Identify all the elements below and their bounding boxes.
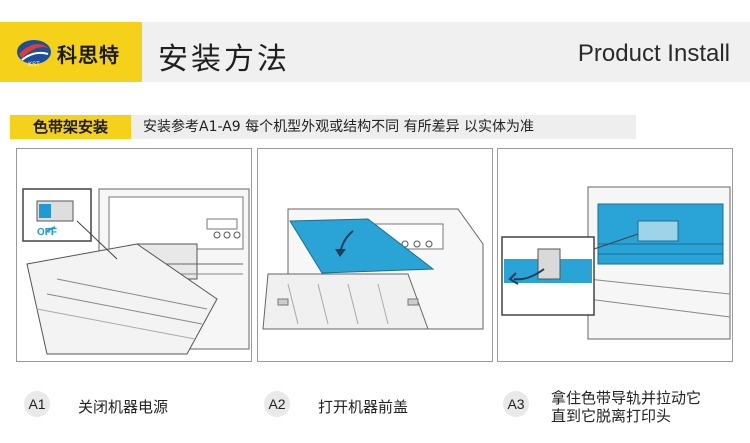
step-badge-a2: A2: [264, 391, 290, 417]
ribbon-guide-removal-illustration: [501, 186, 731, 340]
step-text-a2: 打开机器前盖: [318, 398, 409, 416]
step-text-a1: 关闭机器电源: [78, 398, 169, 416]
section-note: 安装参考A1-A9 每个机型外观或结构不同 有所差异 以实体为准: [143, 119, 535, 135]
illustration-panel-a2: [257, 148, 493, 362]
illustration-panel-a1: OFF: [16, 148, 252, 362]
power-off-label: OFF: [37, 227, 57, 238]
step-text-a3-line2: 直到它脱离打印头: [551, 407, 672, 425]
section-label: 色带架安装: [10, 115, 131, 139]
step-badge-a1: A1: [24, 391, 50, 417]
printer-power-off-illustration: OFF: [22, 188, 250, 355]
illustration-panel-a3: [497, 148, 733, 362]
step-badge-a3: A3: [503, 391, 529, 417]
step-text-a3-line1: 拿住色带导轨并拉动它: [551, 389, 702, 407]
brand-name: 科思特: [57, 43, 120, 67]
logo-letters: KST: [28, 62, 40, 68]
page-title-english: Product Install: [577, 40, 730, 67]
printer-open-cover-illustration: [262, 208, 484, 330]
page-title: 安装方法: [158, 42, 290, 77]
brand-logo-icon: KST: [17, 40, 51, 68]
